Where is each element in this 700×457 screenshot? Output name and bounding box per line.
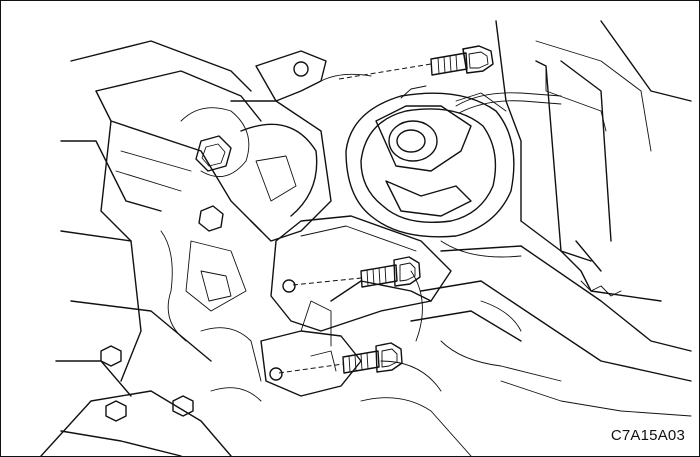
transmission-housing [410,245,692,417]
engine-mount-insulator [345,85,515,238]
bolt-lower [342,342,403,374]
figure-code: C7A15A03 [610,427,685,444]
body-frame-structure [55,40,262,397]
bolt-top [430,45,494,76]
alignment-line-lower [278,363,344,374]
lower-left-casting [40,327,472,456]
hose-lines [320,73,562,258]
alignment-line-top [338,63,432,80]
alignment-line-middle [292,277,362,286]
bolt-middle [360,256,421,288]
hex-bolt-upper-left [195,135,232,172]
upper-mount-bracket [230,50,332,242]
lower-mount-bracket [260,215,452,397]
right-frame-rail [495,20,692,302]
hex-bolt-left-mid [198,205,224,232]
